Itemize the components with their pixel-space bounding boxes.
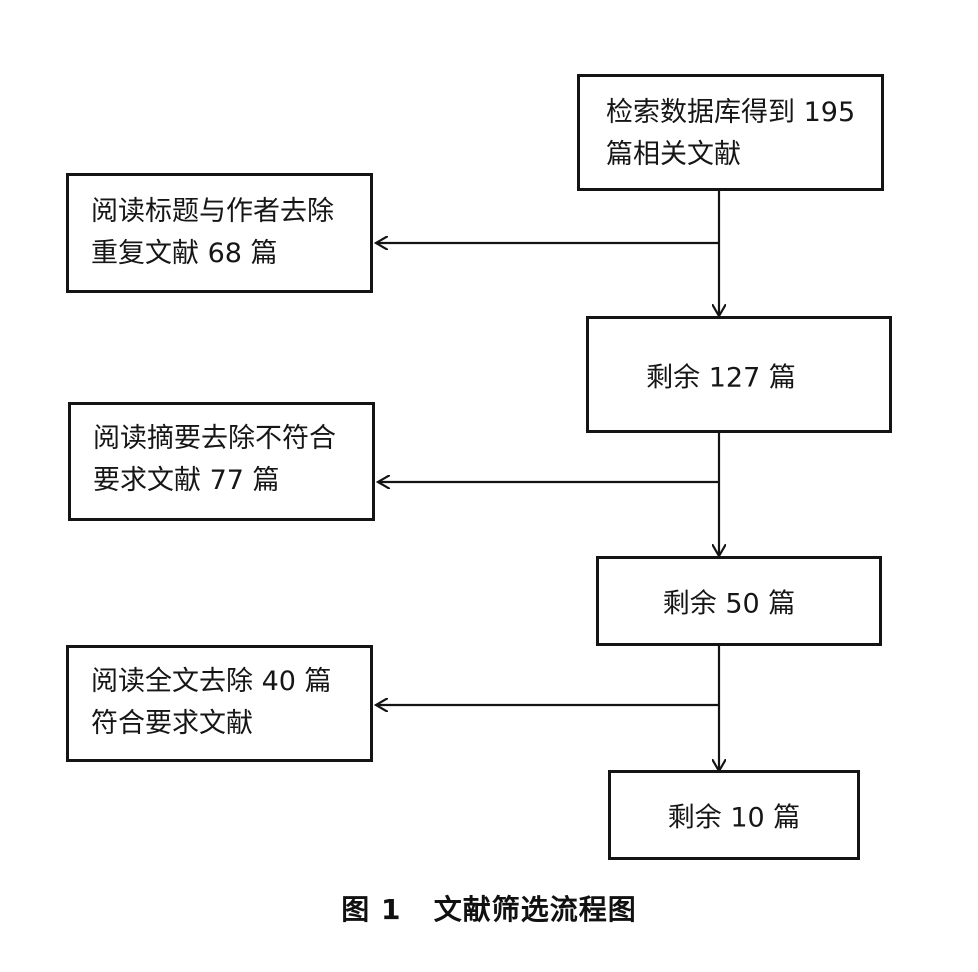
box-exclude-fulltext-line-1: 阅读全文去除 40 篇 (91, 666, 332, 697)
box-remaining-127-label: 剩余 127 篇 (646, 362, 796, 393)
box-exclude-duplicates-line-1: 阅读标题与作者去除 (91, 196, 334, 227)
box-remaining-10-label: 剩余 10 篇 (667, 802, 801, 834)
box-exclude-duplicates: 阅读标题与作者去除 重复文献 68 篇 (66, 173, 373, 293)
box-exclude-abstract-line-1: 阅读摘要去除不符合 (93, 423, 336, 454)
box-remaining-10: 剩余 10 篇 (608, 770, 860, 860)
box-exclude-fulltext-line-2: 符合要求文献 (91, 708, 253, 739)
box-exclude-duplicates-line-2: 重复文献 68 篇 (91, 238, 278, 269)
figure-title: 文献筛选流程图 (433, 893, 637, 926)
box-exclude-abstract-line-2: 要求文献 77 篇 (93, 465, 280, 496)
box-search-database: 检索数据库得到 195 篇相关文献 (577, 74, 884, 191)
box-remaining-50-label: 剩余 50 篇 (662, 588, 796, 620)
figure-number: 图 1 (341, 893, 402, 926)
box-search-database-line-2: 篇相关文献 (606, 139, 741, 170)
box-search-database-line-1: 检索数据库得到 195 (606, 97, 856, 128)
figure-caption: 图 1 文献筛选流程图 (0, 888, 978, 928)
box-remaining-127: 剩余 127 篇 (586, 316, 892, 433)
box-exclude-abstract: 阅读摘要去除不符合 要求文献 77 篇 (68, 402, 375, 521)
box-remaining-50: 剩余 50 篇 (596, 556, 882, 646)
box-exclude-fulltext: 阅读全文去除 40 篇 符合要求文献 (66, 645, 373, 762)
